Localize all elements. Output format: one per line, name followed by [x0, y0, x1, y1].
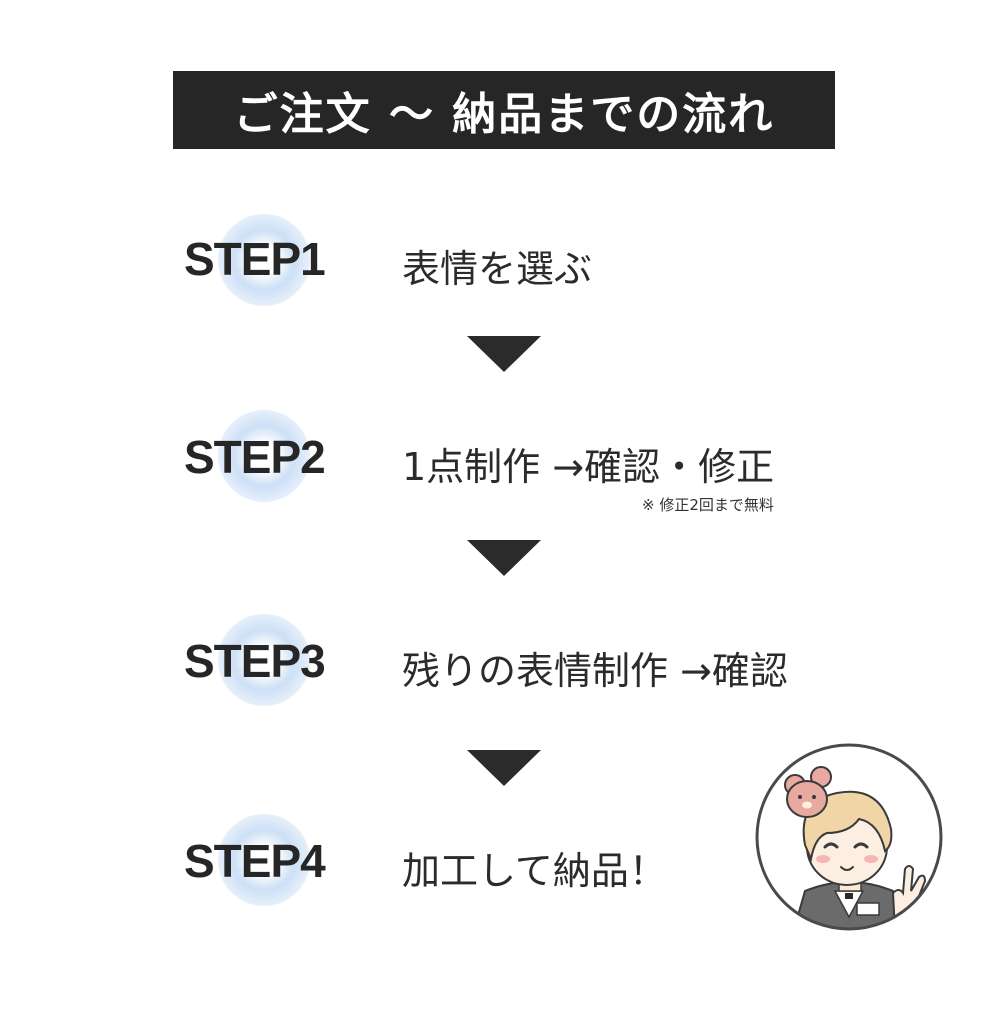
step-1-text: 表情を選ぶ [402, 247, 593, 291]
step-4: STEP4 加工して納品！ [0, 812, 1007, 912]
triangle-down-icon [467, 540, 541, 576]
step-2-text: 1点制作 →確認・修正 [402, 445, 775, 489]
step-2-label: STEP2 [184, 431, 326, 483]
step-2-note: ※ 修正2回まで無料 [642, 496, 774, 514]
step-3-blob-icon [218, 614, 310, 706]
step-4-blob-icon [218, 814, 310, 906]
step-3: STEP3 残りの表情制作 →確認 [0, 612, 1007, 712]
page-title-text: ご注文 〜 納品までの流れ [233, 89, 775, 140]
step-2-blob-icon [218, 410, 310, 502]
character-avatar-icon [755, 743, 943, 931]
step-1: STEP1 表情を選ぶ [0, 212, 1007, 312]
step-3-text: 残りの表情制作 →確認 [402, 649, 788, 693]
step-4-text: 加工して納品！ [402, 849, 667, 893]
triangle-down-icon [467, 336, 541, 372]
step-1-label: STEP1 [184, 233, 326, 285]
page-title: ご注文 〜 納品までの流れ [173, 71, 835, 149]
triangle-down-icon [467, 750, 541, 786]
step-4-label: STEP4 [184, 835, 326, 887]
step-1-blob-icon [218, 214, 310, 306]
step-2: STEP2 1点制作 →確認・修正 [0, 408, 1007, 508]
step-3-label: STEP3 [184, 635, 326, 687]
